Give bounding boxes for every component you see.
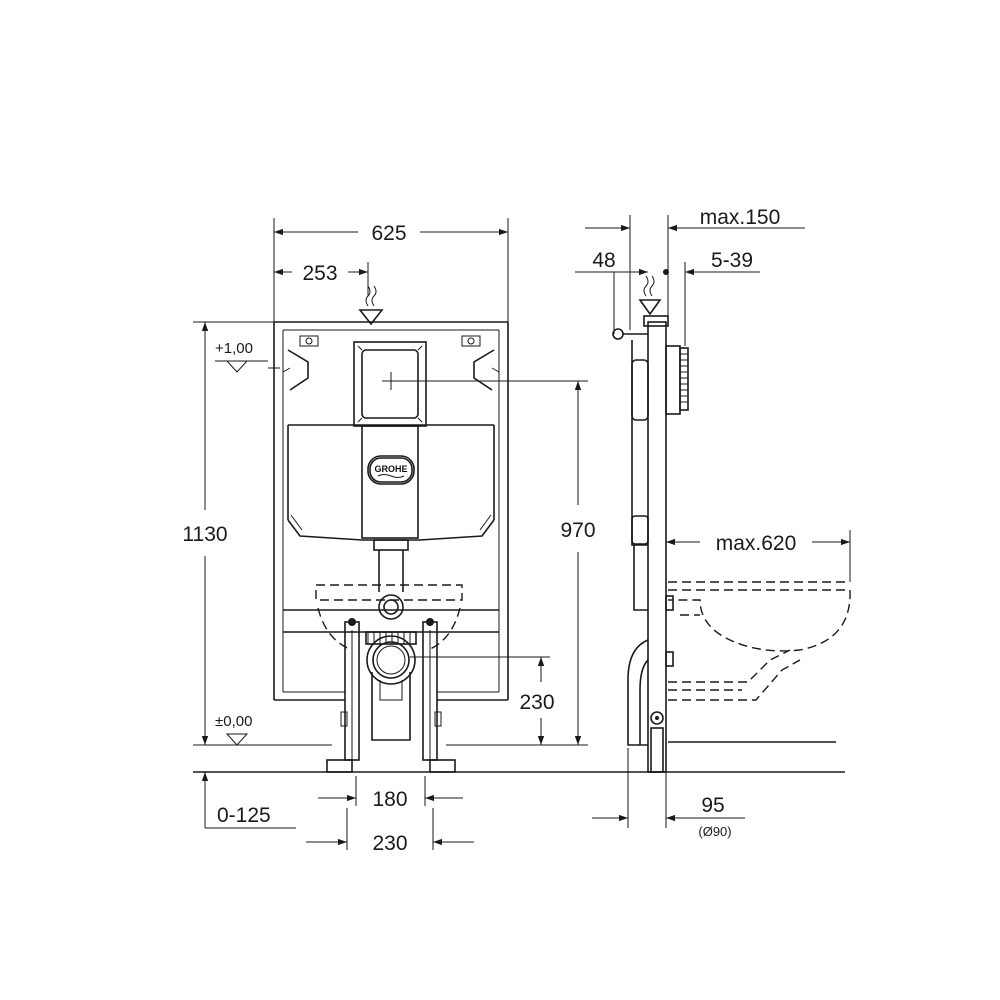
dimension-outlet-height: 230	[410, 656, 555, 745]
dimension-feet-inner: 180	[318, 776, 463, 811]
brand-block: GROHE	[361, 425, 419, 539]
floor-range-label: 0-125	[217, 804, 271, 827]
height-label: 1130	[182, 523, 227, 546]
dimension-adjust-range: 5-39	[684, 249, 760, 346]
outlet-height-label: 230	[519, 691, 554, 714]
side-cistern	[612, 328, 649, 546]
max-projection-label: max.620	[716, 532, 797, 555]
adjust-range-label: 5-39	[711, 249, 753, 272]
dimension-max-depth: max.150	[585, 206, 805, 330]
max-depth-label: max.150	[700, 206, 781, 229]
frame-outline	[273, 321, 509, 701]
level-top-label: +1,00	[215, 340, 253, 357]
dimension-feet-outer: 230	[306, 808, 474, 855]
dimension-flush-height: 970	[391, 380, 596, 746]
flush-symbol	[358, 285, 384, 326]
pipe-depth-label: 95	[701, 794, 724, 817]
cross-bar	[283, 609, 499, 645]
dimension-floor-range: 0-125	[201, 772, 296, 829]
wall-offset-label: 48	[592, 249, 615, 272]
level-top-mark: +1,00	[215, 340, 280, 373]
side-flush-symbol	[638, 275, 662, 316]
dimension-height: 1130	[182, 321, 332, 746]
level-floor-label: ±0,00	[215, 713, 252, 730]
side-view: max.150 48 5-39 max.620 95	[575, 206, 851, 839]
bowl-outline-dashed	[315, 584, 463, 601]
dimension-pipe-depth: 95 (Ø90)	[592, 748, 745, 839]
side-drain-pipe	[627, 545, 674, 746]
flush-pipe	[373, 539, 409, 620]
width-label: 625	[371, 222, 406, 245]
threaded-adapter	[665, 345, 689, 415]
flush-plate-opening	[353, 341, 427, 427]
dimension-wall-offset: 48	[575, 249, 669, 334]
feet-outer-label: 230	[372, 832, 407, 855]
top-brackets	[282, 335, 500, 391]
wc-bowl-dashed	[668, 581, 851, 701]
outlet-pipe	[366, 635, 416, 741]
dimension-max-projection: max.620	[666, 530, 851, 582]
offset-label: 253	[302, 262, 337, 285]
feet-inner-label: 180	[372, 788, 407, 811]
pipe-diameter-label: (Ø90)	[698, 824, 731, 839]
frame-legs	[326, 618, 456, 773]
side-frame	[643, 315, 669, 773]
dimension-width: 625	[273, 218, 509, 322]
flush-height-label: 970	[560, 519, 595, 542]
dimension-offset: 253	[274, 262, 369, 296]
brand-logo: GROHE	[374, 464, 407, 474]
level-floor-mark: ±0,00	[215, 713, 252, 746]
front-view: GROHE	[182, 218, 845, 855]
